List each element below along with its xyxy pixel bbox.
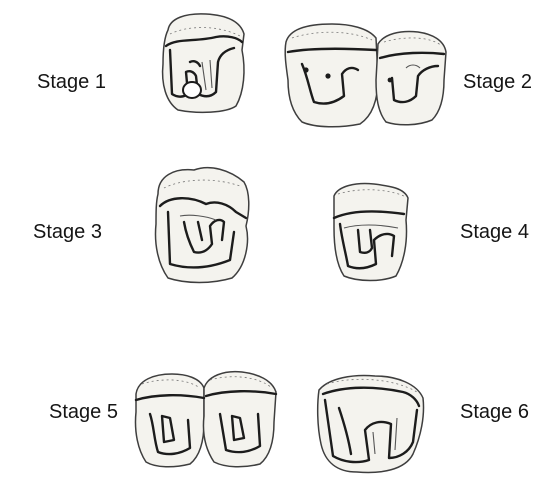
stage-4-tooth-drawing bbox=[328, 180, 412, 284]
stage-2-label: Stage 2 bbox=[463, 72, 532, 92]
stage-1-tooth-drawing bbox=[156, 10, 250, 116]
stage-6-label: Stage 6 bbox=[460, 402, 529, 422]
stage-6-tooth-drawing bbox=[313, 370, 427, 476]
stage-1-label: Stage 1 bbox=[37, 72, 106, 92]
stage-3-label: Stage 3 bbox=[33, 222, 102, 242]
stage-3-tooth-drawing bbox=[150, 160, 260, 288]
stage-5-teeth-drawing bbox=[130, 360, 280, 470]
stage-2-teeth-drawing bbox=[280, 18, 450, 130]
stage-4-label: Stage 4 bbox=[460, 222, 529, 242]
stage-5-label: Stage 5 bbox=[49, 402, 118, 422]
